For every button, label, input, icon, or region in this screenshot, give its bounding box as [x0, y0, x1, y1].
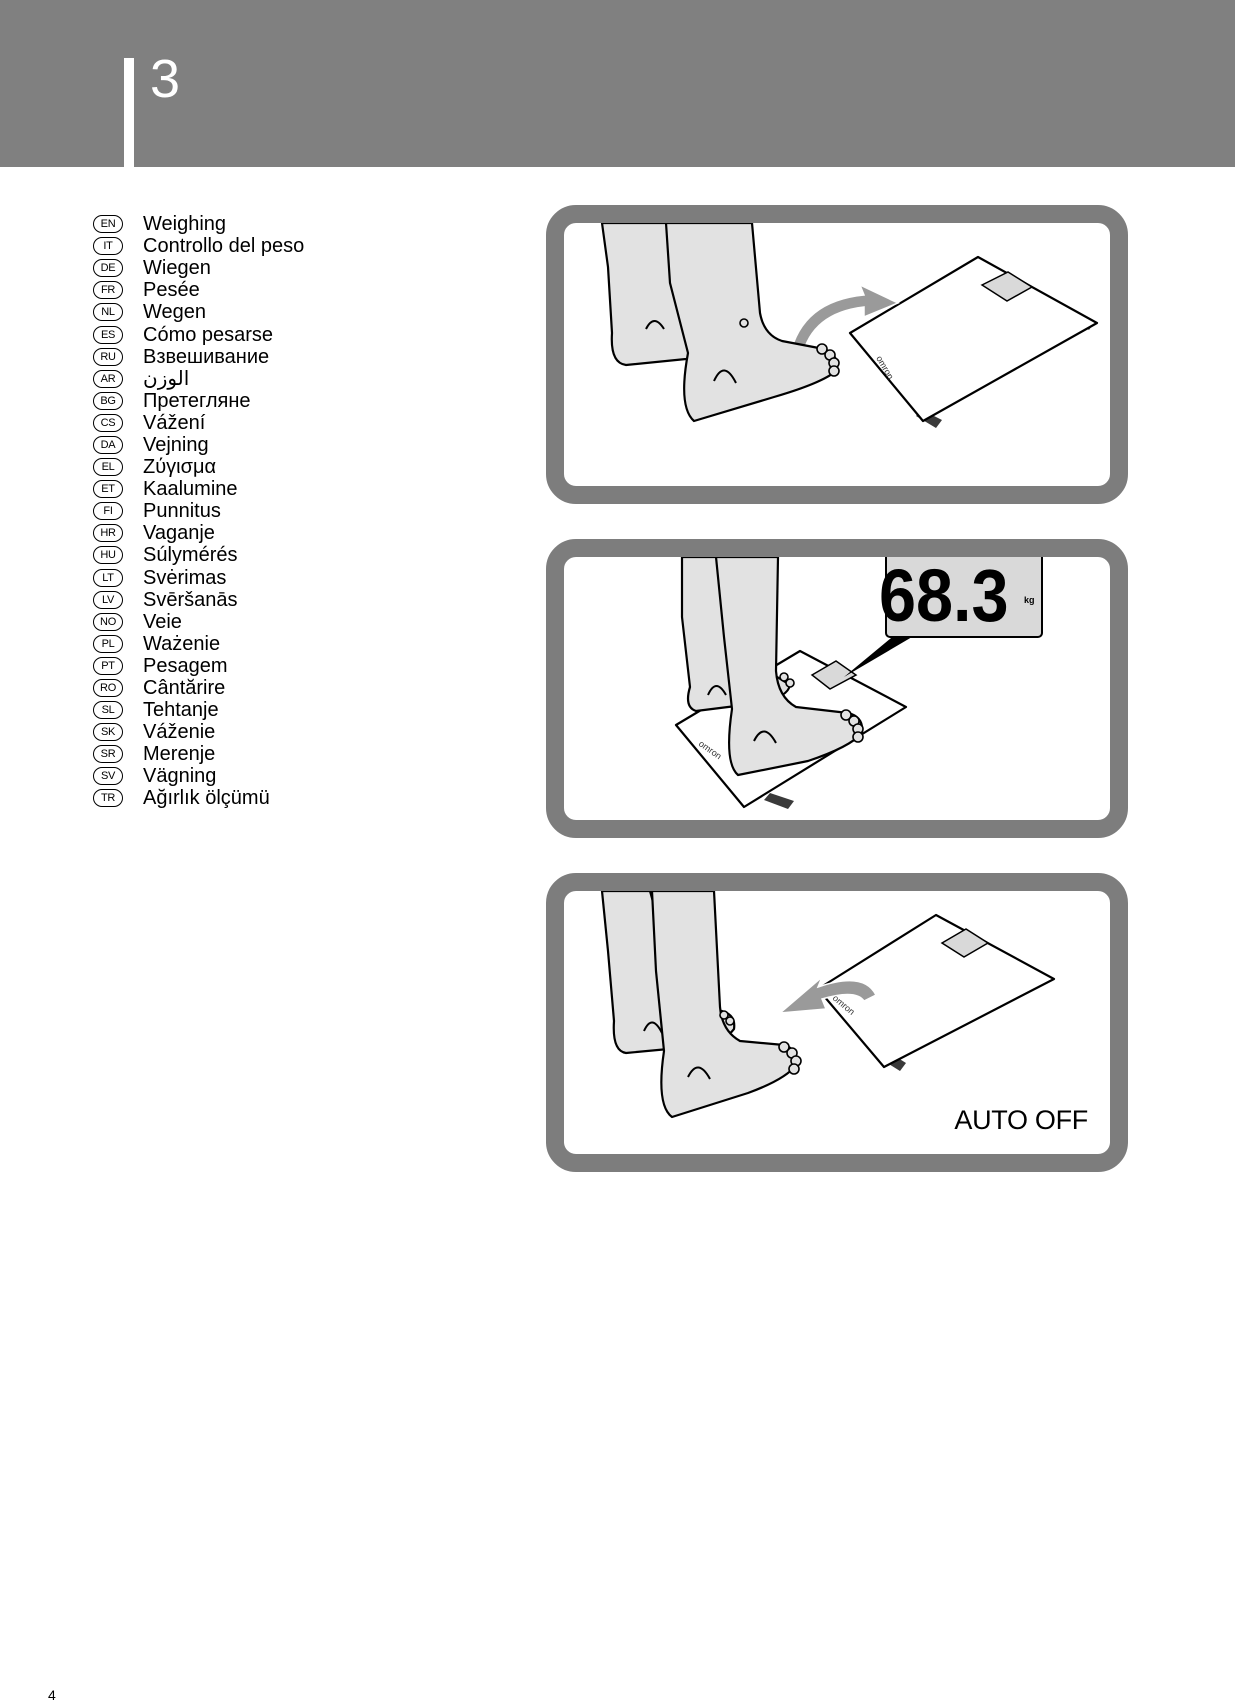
illustration-step-on: omron: [546, 205, 1128, 504]
language-row: PT Pesagem: [93, 655, 304, 677]
language-code-badge: SL: [93, 701, 123, 720]
auto-off-label: AUTO OFF: [954, 1105, 1088, 1135]
language-code-badge: EL: [93, 458, 123, 477]
weighing-illustration: omron 68.3 kg: [674, 557, 1043, 809]
language-title: Cântărire: [143, 677, 226, 700]
language-code-badge: SR: [93, 745, 123, 764]
language-title: Veie: [143, 610, 182, 633]
language-code-badge: SV: [93, 767, 123, 786]
language-row: ET Kaalumine: [93, 478, 304, 500]
language-title: Tehtanje: [143, 699, 219, 722]
page-number: 4: [48, 1687, 56, 1703]
language-code-badge: CS: [93, 413, 123, 432]
language-row: ES Cómo pesarse: [93, 323, 304, 346]
language-row: RU Взвешивание: [93, 346, 304, 368]
step-off-illustration: omron: [600, 891, 1056, 1119]
language-row: TR Ağırlık ölçümü: [93, 787, 304, 809]
language-row: SK Váženie: [93, 721, 304, 743]
language-code-badge: PL: [93, 634, 123, 653]
toes-icon: [779, 672, 864, 743]
language-code-badge: ES: [93, 325, 123, 344]
illustration-step-off: omron AUTO OFF: [546, 873, 1128, 1172]
language-code-badge: RO: [93, 679, 123, 698]
toes-icon: [739, 318, 840, 377]
language-code-badge: IT: [93, 237, 123, 256]
language-title: Vaganje: [143, 522, 215, 545]
language-code-badge: DA: [93, 435, 123, 454]
language-row: FR Pesée: [93, 279, 304, 301]
language-code-badge: HR: [93, 524, 123, 543]
language-row: DA Vejning: [93, 434, 304, 456]
language-row: PL Ważenie: [93, 633, 304, 655]
language-row: FI Punnitus: [93, 500, 304, 522]
language-title: Vážení: [143, 411, 206, 434]
language-code-badge: ET: [93, 480, 123, 499]
language-title: Wegen: [143, 301, 207, 324]
header-band: [0, 0, 1235, 167]
language-code-badge: FR: [93, 281, 123, 300]
language-row: SL Tehtanje: [93, 699, 304, 721]
language-row: SR Merenje: [93, 743, 304, 765]
language-row: NL Wegen: [93, 301, 304, 323]
language-row: AR الوزن: [93, 368, 304, 390]
language-code-badge: TR: [93, 789, 123, 808]
language-title: Cómo pesarse: [143, 323, 274, 346]
header-accent-bar: [124, 58, 134, 167]
language-row: CS Vážení: [93, 412, 304, 434]
language-title: Weighing: [143, 213, 227, 236]
language-title: Ważenie: [143, 632, 221, 655]
language-row: LT Svėrimas: [93, 567, 304, 589]
language-title: Vejning: [143, 433, 209, 456]
language-code-badge: RU: [93, 347, 123, 366]
language-code-badge: PT: [93, 656, 123, 675]
language-code-badge: NL: [93, 303, 123, 322]
language-title: Punnitus: [143, 500, 221, 523]
language-title: Pesagem: [143, 654, 228, 677]
step-on-illustration: omron: [600, 223, 1099, 428]
language-title: Súlymérés: [143, 544, 238, 567]
language-title: Ζύγισμα: [143, 456, 217, 479]
language-title: Svēršanās: [143, 588, 238, 611]
language-code-badge: AR: [93, 369, 123, 388]
language-code-badge: HU: [93, 546, 123, 565]
language-row: EN Weighing: [93, 213, 304, 235]
language-code-badge: SK: [93, 723, 123, 742]
language-code-badge: FI: [93, 502, 123, 521]
language-row: IT Controllo del peso: [93, 235, 304, 257]
language-title: Kaalumine: [143, 478, 238, 501]
language-title: Controllo del peso: [143, 235, 305, 258]
language-row: LV Svēršanās: [93, 589, 304, 611]
language-row: RO Cântărire: [93, 677, 304, 699]
language-title: Wiegen: [143, 257, 211, 280]
language-title: Претегляне: [143, 389, 251, 412]
language-row: NO Veie: [93, 611, 304, 633]
language-code-badge: NO: [93, 612, 123, 631]
language-title: Взвешивание: [143, 345, 270, 368]
language-title: Merenje: [143, 743, 216, 766]
language-code-badge: LV: [93, 590, 123, 609]
language-row: EL Ζύγισμα: [93, 456, 304, 478]
language-row: BG Претегляне: [93, 390, 304, 412]
display-unit: kg: [1024, 595, 1035, 605]
language-title: الوزن: [143, 367, 190, 390]
language-code-badge: BG: [93, 391, 123, 410]
language-title: Vägning: [143, 765, 217, 788]
language-code-badge: EN: [93, 215, 123, 234]
toes-icon: [719, 1010, 802, 1075]
language-title: Pesée: [143, 279, 200, 302]
language-row: HR Vaganje: [93, 522, 304, 544]
display-value: 68.3: [879, 557, 1009, 637]
language-row: SV Vägning: [93, 765, 304, 787]
illustration-weighing: omron 68.3 kg: [546, 539, 1128, 838]
language-title: Váženie: [143, 721, 216, 744]
language-title: Ağırlık ölçümü: [143, 787, 270, 810]
language-row: HU Súlymérés: [93, 544, 304, 566]
step-number: 3: [150, 49, 181, 109]
language-row: DE Wiegen: [93, 257, 304, 279]
language-code-badge: LT: [93, 568, 123, 587]
language-title: Svėrimas: [143, 566, 227, 589]
language-code-badge: DE: [93, 259, 123, 278]
